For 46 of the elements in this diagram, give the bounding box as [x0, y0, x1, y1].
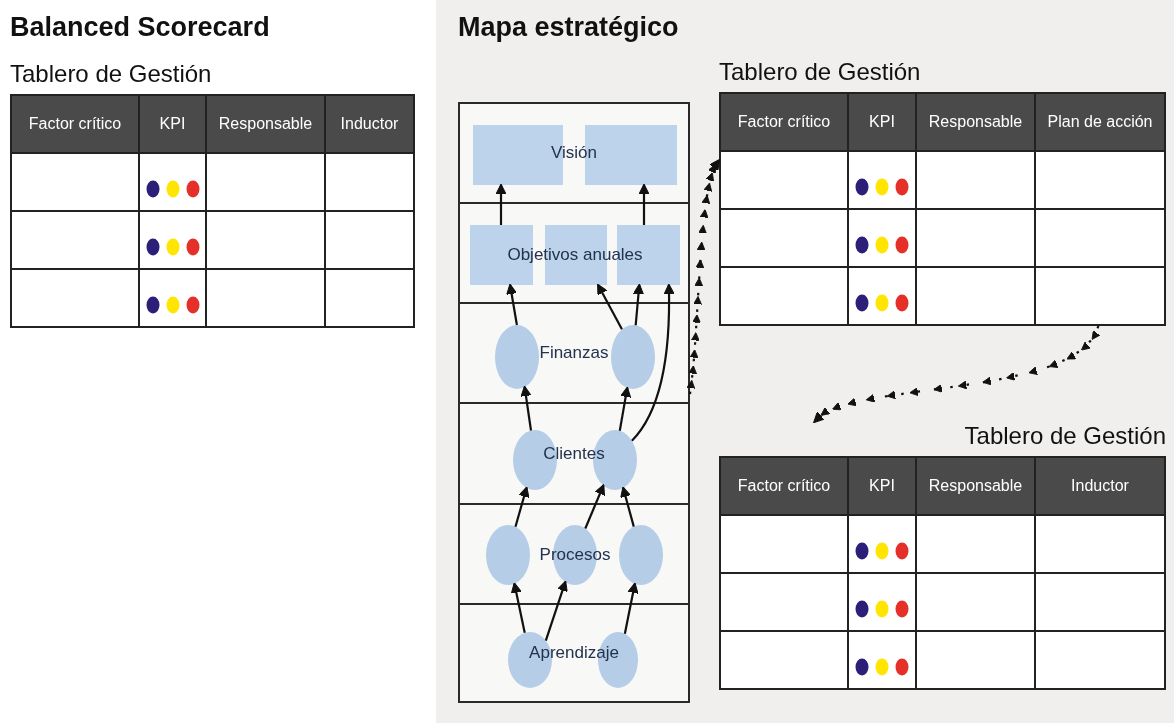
heading: Mapa estratégico	[458, 12, 679, 43]
arrow	[510, 582, 526, 634]
perspective-label: Objetivos anuales	[507, 245, 643, 265]
arrow	[620, 486, 635, 527]
arrow	[506, 283, 518, 326]
column-header: KPI	[848, 93, 916, 151]
dotted-arrow	[813, 325, 1100, 423]
table-heading: Tablero de Gestión	[10, 60, 213, 89]
strategy-map-frame	[458, 102, 690, 703]
arrow	[633, 283, 644, 326]
column-header: Factor crítico	[720, 93, 848, 151]
column-header: Plan de acción	[1035, 93, 1165, 151]
column-header: KPI	[848, 457, 916, 515]
arrow	[544, 580, 568, 641]
arrow	[584, 484, 605, 529]
column-header: Responsable	[916, 457, 1035, 515]
column-header: Factor crítico	[11, 95, 139, 153]
table-heading: Tablero de Gestión	[719, 58, 922, 87]
perspective-label: Clientes	[543, 443, 605, 464]
objective-circle	[611, 325, 655, 389]
arrow	[514, 486, 530, 528]
objective-box	[470, 225, 680, 285]
arrow	[618, 386, 632, 431]
perspective-label: Finanzas	[539, 343, 609, 363]
arrow	[638, 183, 650, 225]
dotted-arrow	[687, 159, 720, 395]
column-header: Responsable	[206, 95, 325, 153]
perspective-label: Aprendizaje	[529, 643, 619, 663]
table-heading: Tablero de Gestión	[963, 422, 1166, 451]
perspective-label: Visión	[551, 143, 597, 163]
column-header: Inductor	[325, 95, 414, 153]
arrow	[631, 283, 675, 442]
objective-circle	[495, 325, 539, 389]
heading: Balanced Scorecard	[10, 12, 270, 43]
objective-circle	[486, 525, 530, 585]
arrow	[623, 582, 639, 634]
column-header: Inductor	[1035, 457, 1165, 515]
arrow	[495, 183, 507, 225]
column-header: Factor crítico	[720, 457, 848, 515]
objective-circle	[539, 525, 611, 585]
objective-circle	[619, 525, 663, 585]
arrow	[597, 283, 623, 330]
column-header: KPI	[139, 95, 206, 153]
column-header: Responsable	[916, 93, 1035, 151]
perspective-label: Procesos	[539, 545, 611, 565]
arrow	[520, 385, 533, 431]
